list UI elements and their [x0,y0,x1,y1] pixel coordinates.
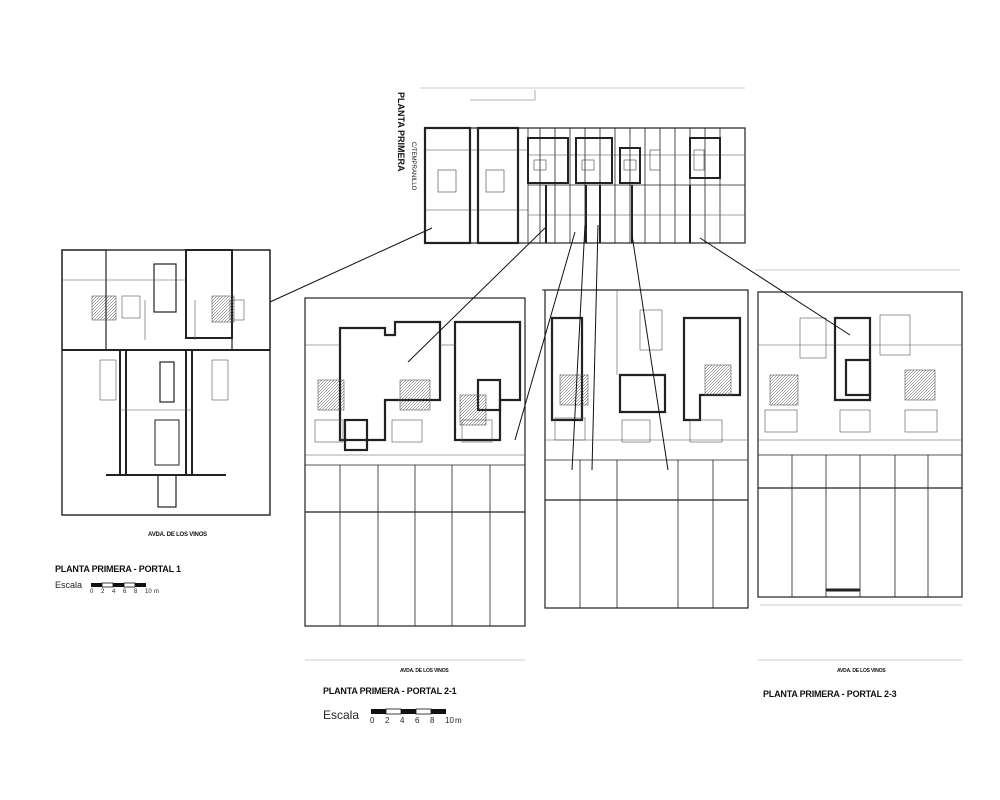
scale-bar-portal1 [91,582,146,588]
scale-number: 6 [123,589,127,595]
scale-number: 6 [415,716,420,725]
portal-2-3-plan [757,291,963,598]
scale-unit: m [455,716,462,725]
scale-number: 2 [385,716,390,725]
portal21-scale-numbers: 0 2 4 6 8 10 m [370,716,465,725]
portal1-scale-numbers: 0 2 4 6 8 10 m [90,589,162,595]
scale-number: 0 [370,716,375,725]
street-lines [305,269,962,661]
scale-number: 10 [145,589,152,595]
key-plan-street-label: C/TEMPRANILLO [410,142,416,191]
scale-unit: m [154,589,159,595]
portal21-scale-label: Escala [323,708,360,722]
scale-number: 8 [134,589,138,595]
leader-lines [269,224,851,471]
portal-2-2-plan [542,289,749,609]
scale-number: 4 [400,716,405,725]
key-plan [420,87,746,245]
scale-bar-portal21 [371,708,446,715]
scale-number: 2 [101,589,105,595]
portal1-scale-label: Escala [55,580,83,590]
portal21-street-label: AVDA. DE LOS VINOS [400,668,449,674]
portal-2-1-plan [304,297,526,627]
portal-1-plan [61,249,271,516]
key-plan-title: PLANTA PRIMERA [396,92,406,172]
portal21-title: PLANTA PRIMERA - PORTAL 2-1 [323,686,457,696]
scale-number: 8 [430,716,435,725]
scale-number: 10 [445,716,454,725]
portal1-title: PLANTA PRIMERA - PORTAL 1 [55,564,181,574]
portal1-street-label: AVDA. DE LOS VINOS [148,532,207,538]
scale-number: 0 [90,589,94,595]
portal23-street-label: AVDA. DE LOS VINOS [837,668,886,674]
portal23-title: PLANTA PRIMERA - PORTAL 2-3 [763,689,897,699]
scale-number: 4 [112,589,116,595]
